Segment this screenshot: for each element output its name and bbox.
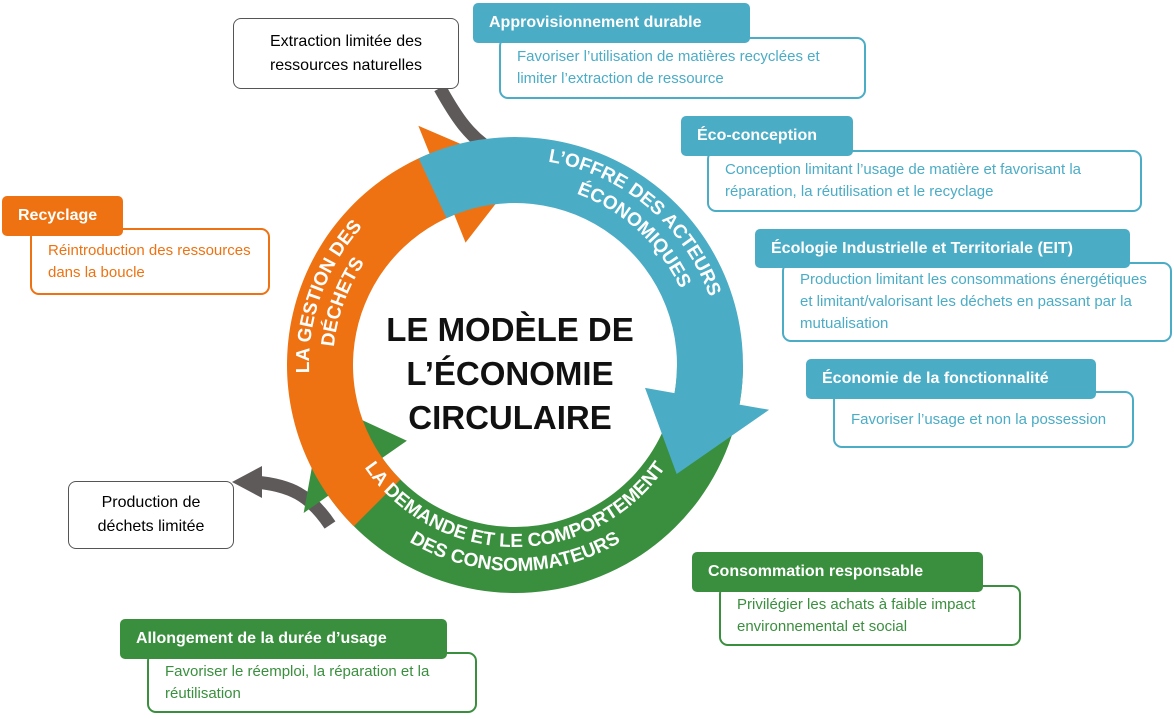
green-band [303,365,743,594]
pillar-desc-recyclage: Réintroduction des ressources dans la bo… [30,228,270,295]
pillar-title-approvisionnement: Approvisionnement durable [473,3,750,43]
title-line: L’ÉCONOMIE [406,355,614,392]
extraction-box: Extraction limitée des ressources nature… [233,18,459,89]
diagram-title: LE MODÈLE DE L’ÉCONOMIE CIRCULAIRE [370,308,650,440]
production-arrowhead [232,466,262,498]
title-line: CIRCULAIRE [408,399,612,436]
pillar-desc-allongement: Favoriser le réemploi, la réparation et … [147,652,477,713]
pillar-desc-eco-conception: Conception limitant l’usage de matière e… [707,150,1142,212]
pillar-title-consommation: Consommation responsable [692,552,983,592]
pillar-title-recyclage: Recyclage [2,196,123,236]
blue-band [418,136,770,475]
orange-band [287,125,522,527]
pillar-title-eit: Écologie Industrielle et Territoriale (E… [755,229,1130,268]
title-line: LE MODÈLE DE [386,311,634,348]
pillar-title-allongement: Allongement de la durée d’usage [120,619,447,659]
pillar-desc-fonctionnalite: Favoriser l’usage et non la possession [833,391,1134,448]
production-arrow [254,475,336,529]
production-box: Production de déchets limitée [68,481,234,549]
pillar-desc-eit: Production limitant les consommations én… [782,262,1172,342]
pillar-title-eco-conception: Éco-conception [681,116,853,156]
pillar-desc-approvisionnement: Favoriser l’utilisation de matières recy… [499,37,866,99]
pillar-title-fonctionnalite: Économie de la fonctionnalité [806,359,1096,399]
pillar-desc-consommation: Privilégier les achats à faible impact e… [719,585,1021,646]
